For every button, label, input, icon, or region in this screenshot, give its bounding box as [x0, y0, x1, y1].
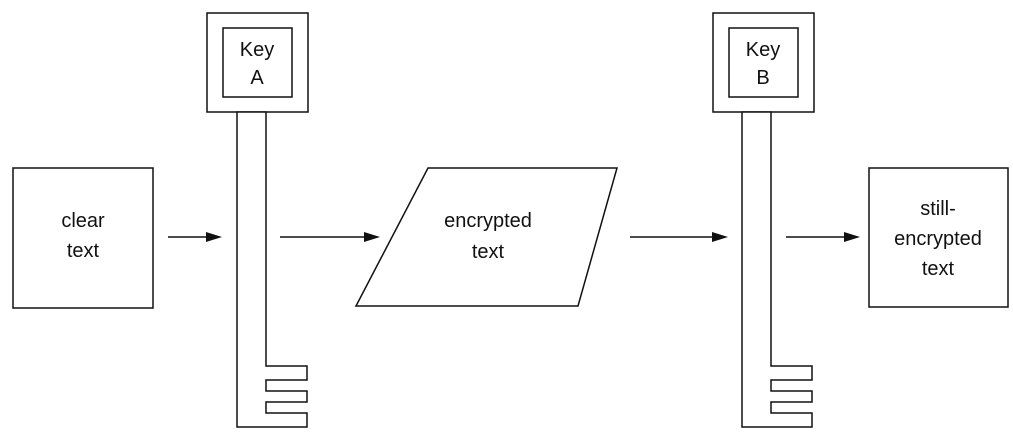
arrow-clear-to-key-a [168, 232, 222, 242]
encrypted-text-parallelogram [354, 167, 618, 307]
clear-text-box-frame [12, 167, 154, 309]
clear-text-label-line2: text [67, 240, 100, 262]
arrow-key-a-to-encrypted [280, 232, 380, 242]
key-b-bow-inner [728, 27, 799, 98]
key-b-shaft [741, 111, 813, 428]
key-a-shaft [236, 111, 308, 428]
still-encrypted-label-line3: text [922, 258, 955, 280]
clear-text-box: clear text [12, 167, 154, 309]
still-encrypted-text-box: still- encrypted text [868, 167, 1009, 308]
still-encrypted-box-frame [868, 167, 1009, 308]
key-b-label-line1: Key [746, 39, 780, 61]
encrypted-text-label-line1: encrypted [444, 210, 532, 232]
key-a-label-line2: A [250, 67, 264, 89]
still-encrypted-label-line2: encrypted [894, 228, 982, 250]
encrypted-text-label-line2: text [472, 241, 505, 263]
key-a-bow-inner [222, 27, 293, 98]
key-a-label-line1: Key [240, 39, 274, 61]
arrow-key-b-to-still-encrypted [786, 232, 860, 242]
key-a: Key A [206, 12, 309, 428]
still-encrypted-label-line1: still- [920, 198, 956, 220]
clear-text-label-line1: clear [61, 210, 105, 232]
arrowhead [712, 232, 728, 242]
arrowhead [206, 232, 222, 242]
encrypted-text-box: encrypted text [354, 167, 618, 307]
arrow-encrypted-to-key-b [630, 232, 728, 242]
arrowhead [844, 232, 860, 242]
arrowhead [364, 232, 380, 242]
key-b-label-line2: B [756, 67, 769, 89]
key-b: Key B [712, 12, 815, 428]
